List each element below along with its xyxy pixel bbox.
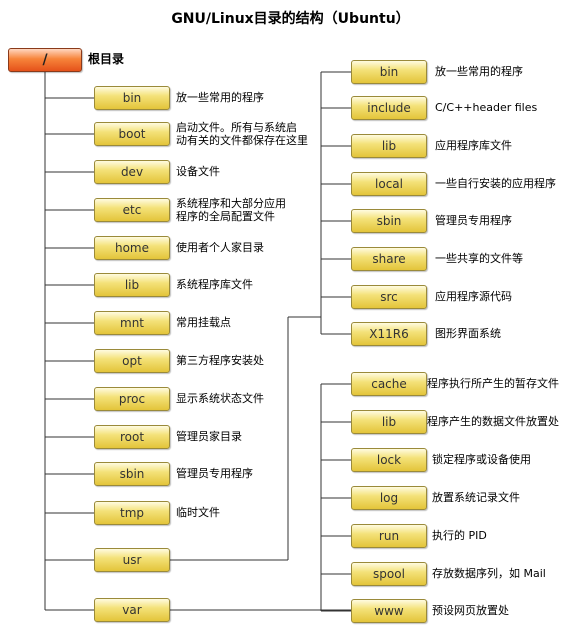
dir-node-opt: opt [94,349,170,373]
dir-node-proc: proc [94,387,170,411]
var-node-spool: spool [351,562,427,586]
diagram-title: GNU/Linux目录的结构（Ubuntu） [171,11,410,27]
dir-desc-mnt: 常用挂载点 [176,316,231,329]
var-desc-log: 放置系统记录文件 [432,491,520,504]
dir-desc-etc: 系统程序和大部分应用程序的全局配置文件 [176,197,286,223]
dir-node-etc: etc [94,198,170,222]
dir-node-sbin: sbin [94,462,170,486]
dir-desc-boot: 启动文件。所有与系统启动有关的文件都保存在这里 [176,121,308,147]
dir-node-usr: usr [94,548,170,572]
dir-desc-lib: 系统程序库文件 [176,278,253,291]
dir-desc-bin: 放一些常用的程序 [176,91,264,104]
usr-desc-local: 一些自行安装的应用程序 [435,177,556,190]
dir-desc-dev: 设备文件 [176,165,220,178]
dir-desc-root: 管理员家目录 [176,430,242,443]
var-node-www: www [351,599,427,623]
var-desc-www: 预设网页放置处 [432,604,509,617]
dir-node-dev: dev [94,160,170,184]
dir-node-tmp: tmp [94,501,170,525]
dir-desc-tmp: 临时文件 [176,506,220,519]
dir-desc-opt: 第三方程序安装处 [176,354,264,367]
var-desc-lock: 锁定程序或设备使用 [432,453,531,466]
var-node-lock: lock [351,448,427,472]
dir-desc-sbin: 管理员专用程序 [176,467,253,480]
var-node-log: log [351,486,427,510]
var-desc-spool: 存放数据序列，如 Mail [432,567,546,580]
usr-desc-X11R6: 图形界面系统 [435,327,501,340]
var-desc-run: 执行的 PID [432,529,487,542]
dir-node-home: home [94,236,170,260]
dir-node-boot: boot [94,122,170,146]
dir-node-root: root [94,425,170,449]
usr-desc-include: C/C++header files [435,101,538,114]
usr-desc-src: 应用程序源代码 [435,290,512,303]
var-desc-lib: 程序产生的数据文件放置处 [427,415,559,428]
dir-node-lib: lib [94,273,170,297]
var-node-run: run [351,524,427,548]
dir-desc-home: 使用者个人家目录 [176,241,264,254]
root-node: / [8,48,82,72]
usr-node-sbin: sbin [351,209,427,233]
var-desc-cache: 程序执行所产生的暂存文件 [427,377,559,390]
dir-desc-proc: 显示系统状态文件 [176,392,264,405]
usr-desc-lib: 应用程序库文件 [435,139,512,152]
dir-node-mnt: mnt [94,311,170,335]
var-node-lib: lib [351,410,427,434]
usr-desc-share: 一些共享的文件等 [435,252,523,265]
usr-node-X11R6: X11R6 [351,322,427,346]
dir-node-bin: bin [94,86,170,110]
usr-node-share: share [351,247,427,271]
usr-node-bin: bin [351,60,427,84]
usr-node-src: src [351,285,427,309]
usr-desc-sbin: 管理员专用程序 [435,214,512,227]
usr-node-local: local [351,172,427,196]
usr-node-include: include [351,96,427,120]
var-node-cache: cache [351,372,427,396]
root-desc: 根目录 [88,52,125,66]
usr-desc-bin: 放一些常用的程序 [435,65,523,78]
usr-node-lib: lib [351,134,427,158]
dir-node-var: var [94,598,170,622]
